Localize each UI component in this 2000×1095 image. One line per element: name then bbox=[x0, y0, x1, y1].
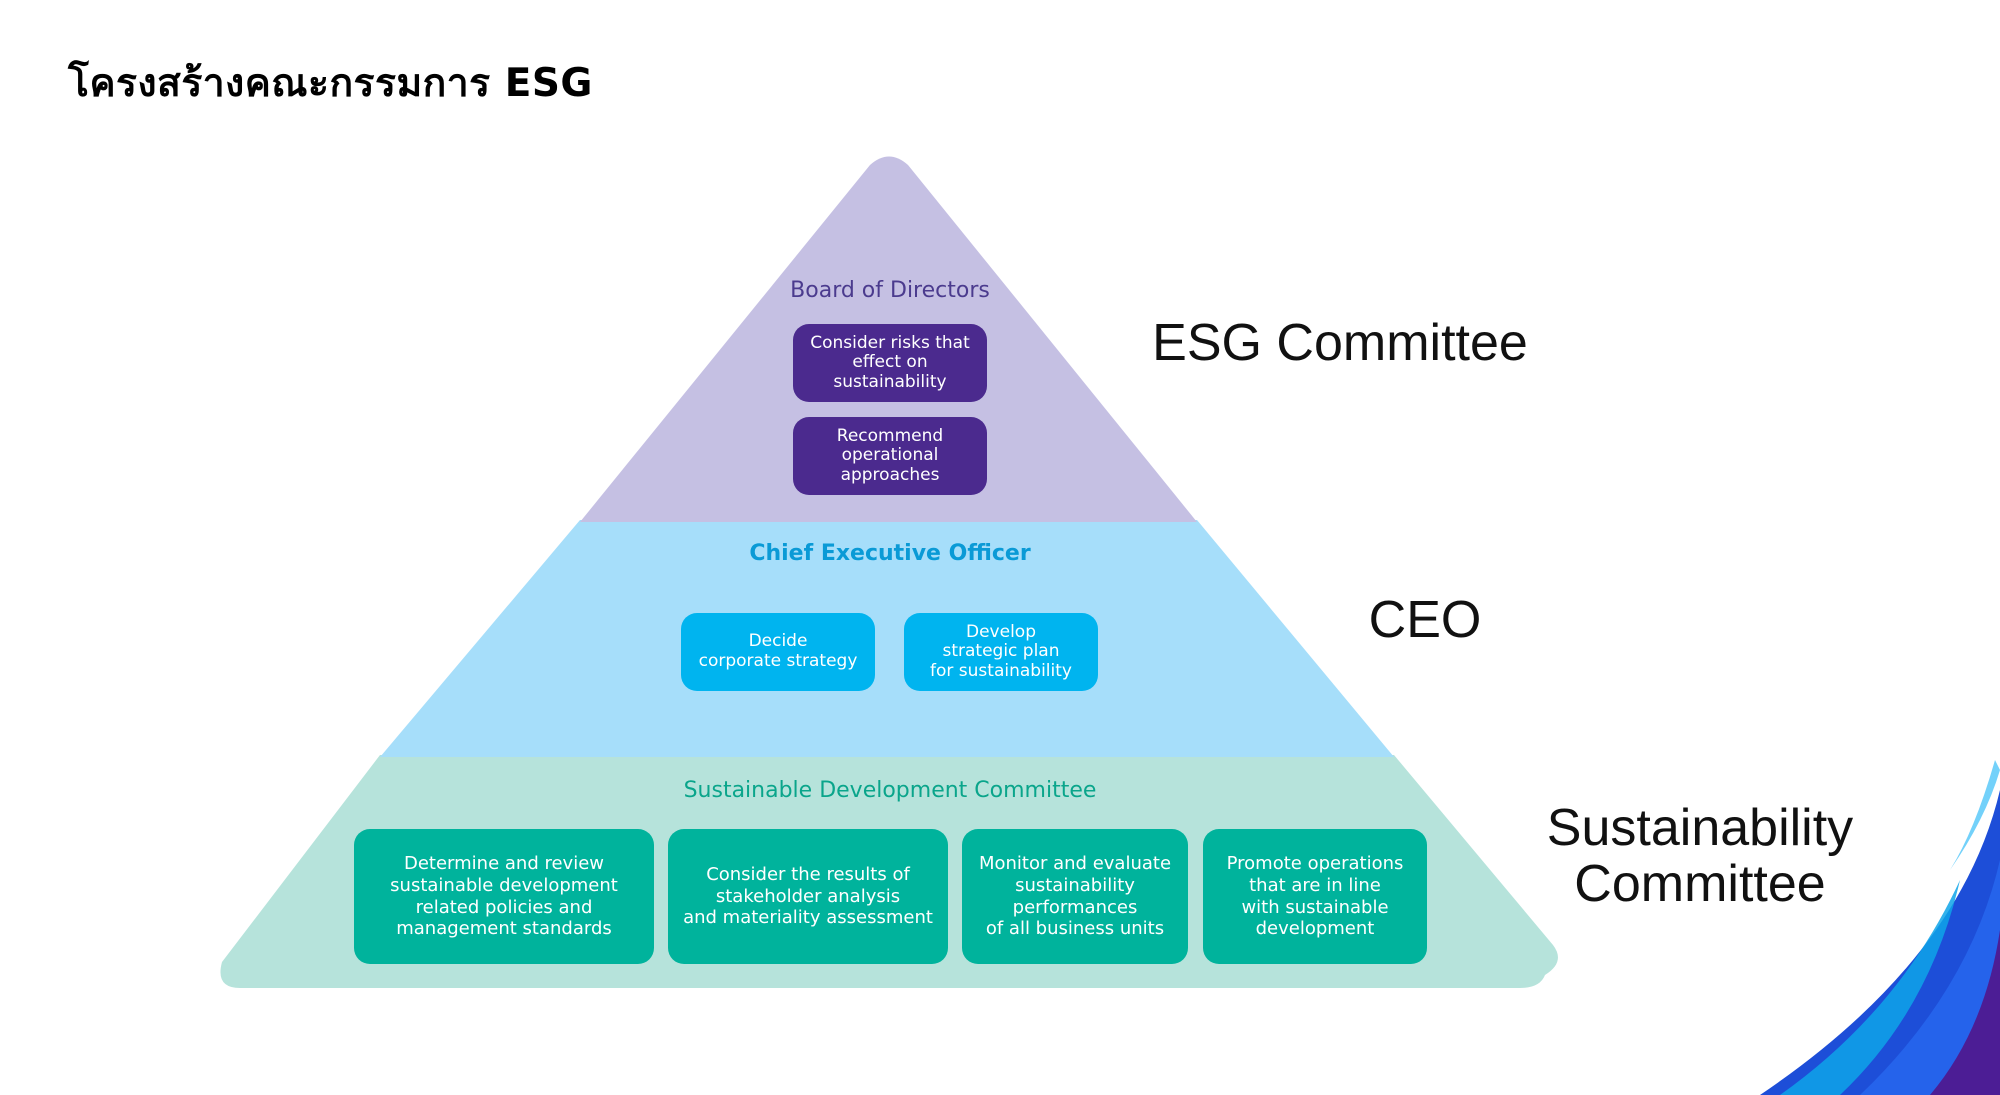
board-box-risks: Consider risks that effect on sustainabi… bbox=[793, 324, 987, 402]
board-box-recommend: Recommend operational approaches bbox=[793, 417, 987, 495]
sdc-box-promote: Promote operations that are in line with… bbox=[1203, 829, 1427, 964]
tier-heading-sdc: Sustainable Development Committee bbox=[683, 778, 1097, 803]
tier-ceo-shape bbox=[380, 520, 1394, 757]
side-label-sustainability-committee: Sustainability Committee bbox=[1546, 799, 1854, 914]
sdc-box-stakeholder: Consider the results of stakeholder anal… bbox=[668, 829, 948, 964]
page-title: โครงสร้างคณะกรรมการ ESG bbox=[68, 61, 593, 106]
side-label-ceo: CEO bbox=[1368, 591, 1482, 649]
sdc-box-policies: Determine and review sustainable develop… bbox=[354, 829, 654, 964]
ceo-box-strategy: Decide corporate strategy bbox=[681, 613, 875, 691]
tier-heading-ceo: Chief Executive Officer bbox=[749, 541, 1031, 566]
side-label-esg-committee: ESG Committee bbox=[1152, 314, 1528, 372]
ceo-box-plan: Develop strategic plan for sustainabilit… bbox=[904, 613, 1098, 691]
sdc-box-monitor: Monitor and evaluate sustainability perf… bbox=[962, 829, 1188, 964]
tier-heading-board: Board of Directors bbox=[790, 278, 990, 303]
corner-swoosh-decoration bbox=[1760, 760, 2000, 1095]
